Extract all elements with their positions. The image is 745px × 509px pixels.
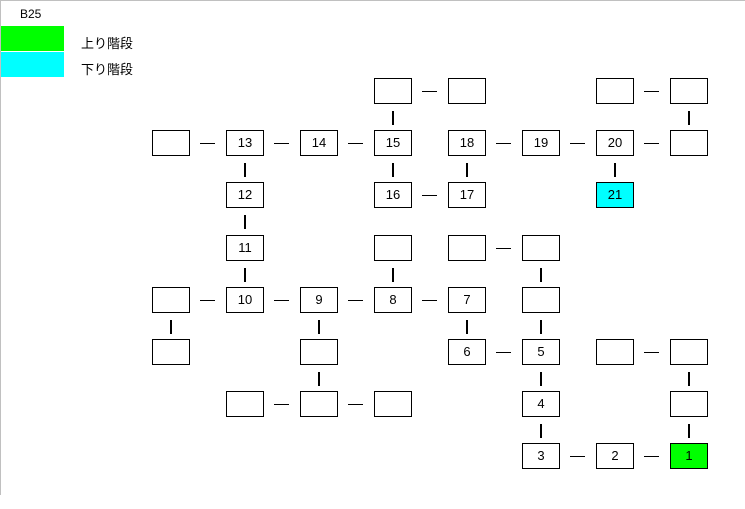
room-8[interactable]: 8 bbox=[374, 287, 412, 313]
room-19[interactable]: 19 bbox=[522, 130, 560, 156]
corridor-vertical bbox=[244, 215, 246, 229]
corridor-horizontal bbox=[570, 143, 585, 144]
room-unnumbered[interactable] bbox=[152, 287, 190, 313]
corridor-horizontal bbox=[644, 143, 659, 144]
room-unnumbered[interactable] bbox=[670, 339, 708, 365]
corridor-horizontal bbox=[274, 300, 289, 301]
room-6[interactable]: 6 bbox=[448, 339, 486, 365]
map-frame bbox=[0, 0, 745, 495]
room-18[interactable]: 18 bbox=[448, 130, 486, 156]
room-down-stairs[interactable]: 21 bbox=[596, 182, 634, 208]
corridor-vertical bbox=[392, 111, 394, 125]
room-16[interactable]: 16 bbox=[374, 182, 412, 208]
room-4[interactable]: 4 bbox=[522, 391, 560, 417]
corridor-vertical bbox=[392, 163, 394, 177]
room-20[interactable]: 20 bbox=[596, 130, 634, 156]
room-17[interactable]: 17 bbox=[448, 182, 486, 208]
room-unnumbered[interactable] bbox=[670, 78, 708, 104]
corridor-horizontal bbox=[422, 91, 437, 92]
room-unnumbered[interactable] bbox=[374, 235, 412, 261]
corridor-horizontal bbox=[422, 195, 437, 196]
corridor-horizontal bbox=[496, 143, 511, 144]
room-12[interactable]: 12 bbox=[226, 182, 264, 208]
room-unnumbered[interactable] bbox=[152, 130, 190, 156]
corridor-vertical bbox=[614, 163, 616, 177]
room-unnumbered[interactable] bbox=[596, 339, 634, 365]
room-unnumbered[interactable] bbox=[300, 391, 338, 417]
corridor-vertical bbox=[466, 320, 468, 334]
legend-label-down-stairs: 下り階段 bbox=[81, 62, 134, 77]
corridor-horizontal bbox=[274, 404, 289, 405]
corridor-vertical bbox=[540, 424, 542, 438]
room-10[interactable]: 10 bbox=[226, 287, 264, 313]
legend-label-up-stairs: 上り階段 bbox=[81, 36, 134, 51]
room-unnumbered[interactable] bbox=[374, 391, 412, 417]
corridor-vertical bbox=[466, 163, 468, 177]
corridor-horizontal bbox=[644, 352, 659, 353]
room-unnumbered[interactable] bbox=[152, 339, 190, 365]
room-2[interactable]: 2 bbox=[596, 443, 634, 469]
room-unnumbered[interactable] bbox=[226, 391, 264, 417]
corridor-vertical bbox=[688, 111, 690, 125]
room-unnumbered[interactable] bbox=[670, 391, 708, 417]
room-11[interactable]: 11 bbox=[226, 235, 264, 261]
legend-swatch-down-stairs bbox=[1, 52, 64, 77]
corridor-vertical bbox=[540, 320, 542, 334]
room-up-stairs[interactable]: 1 bbox=[670, 443, 708, 469]
room-3[interactable]: 3 bbox=[522, 443, 560, 469]
room-unnumbered[interactable] bbox=[448, 78, 486, 104]
corridor-horizontal bbox=[200, 300, 215, 301]
corridor-horizontal bbox=[348, 143, 363, 144]
corridor-vertical bbox=[688, 372, 690, 386]
corridor-vertical bbox=[244, 163, 246, 177]
corridor-horizontal bbox=[200, 143, 215, 144]
corridor-vertical bbox=[392, 268, 394, 282]
room-unnumbered[interactable] bbox=[522, 287, 560, 313]
legend-swatch-up-stairs bbox=[1, 26, 64, 51]
corridor-vertical bbox=[540, 268, 542, 282]
room-unnumbered[interactable] bbox=[596, 78, 634, 104]
corridor-horizontal bbox=[496, 248, 511, 249]
corridor-vertical bbox=[540, 372, 542, 386]
corridor-vertical bbox=[170, 320, 172, 334]
floor-label: B25 bbox=[20, 7, 42, 21]
room-9[interactable]: 9 bbox=[300, 287, 338, 313]
corridor-horizontal bbox=[422, 300, 437, 301]
room-5[interactable]: 5 bbox=[522, 339, 560, 365]
room-unnumbered[interactable] bbox=[448, 235, 486, 261]
corridor-vertical bbox=[318, 372, 320, 386]
corridor-horizontal bbox=[644, 91, 659, 92]
room-unnumbered[interactable] bbox=[300, 339, 338, 365]
room-14[interactable]: 14 bbox=[300, 130, 338, 156]
corridor-vertical bbox=[244, 268, 246, 282]
corridor-horizontal bbox=[644, 456, 659, 457]
corridor-vertical bbox=[318, 320, 320, 334]
room-7[interactable]: 7 bbox=[448, 287, 486, 313]
corridor-horizontal bbox=[348, 300, 363, 301]
corridor-horizontal bbox=[348, 404, 363, 405]
corridor-horizontal bbox=[274, 143, 289, 144]
room-unnumbered[interactable] bbox=[670, 130, 708, 156]
room-unnumbered[interactable] bbox=[374, 78, 412, 104]
corridor-vertical bbox=[688, 424, 690, 438]
room-13[interactable]: 13 bbox=[226, 130, 264, 156]
room-unnumbered[interactable] bbox=[522, 235, 560, 261]
corridor-horizontal bbox=[496, 352, 511, 353]
corridor-horizontal bbox=[570, 456, 585, 457]
room-15[interactable]: 15 bbox=[374, 130, 412, 156]
